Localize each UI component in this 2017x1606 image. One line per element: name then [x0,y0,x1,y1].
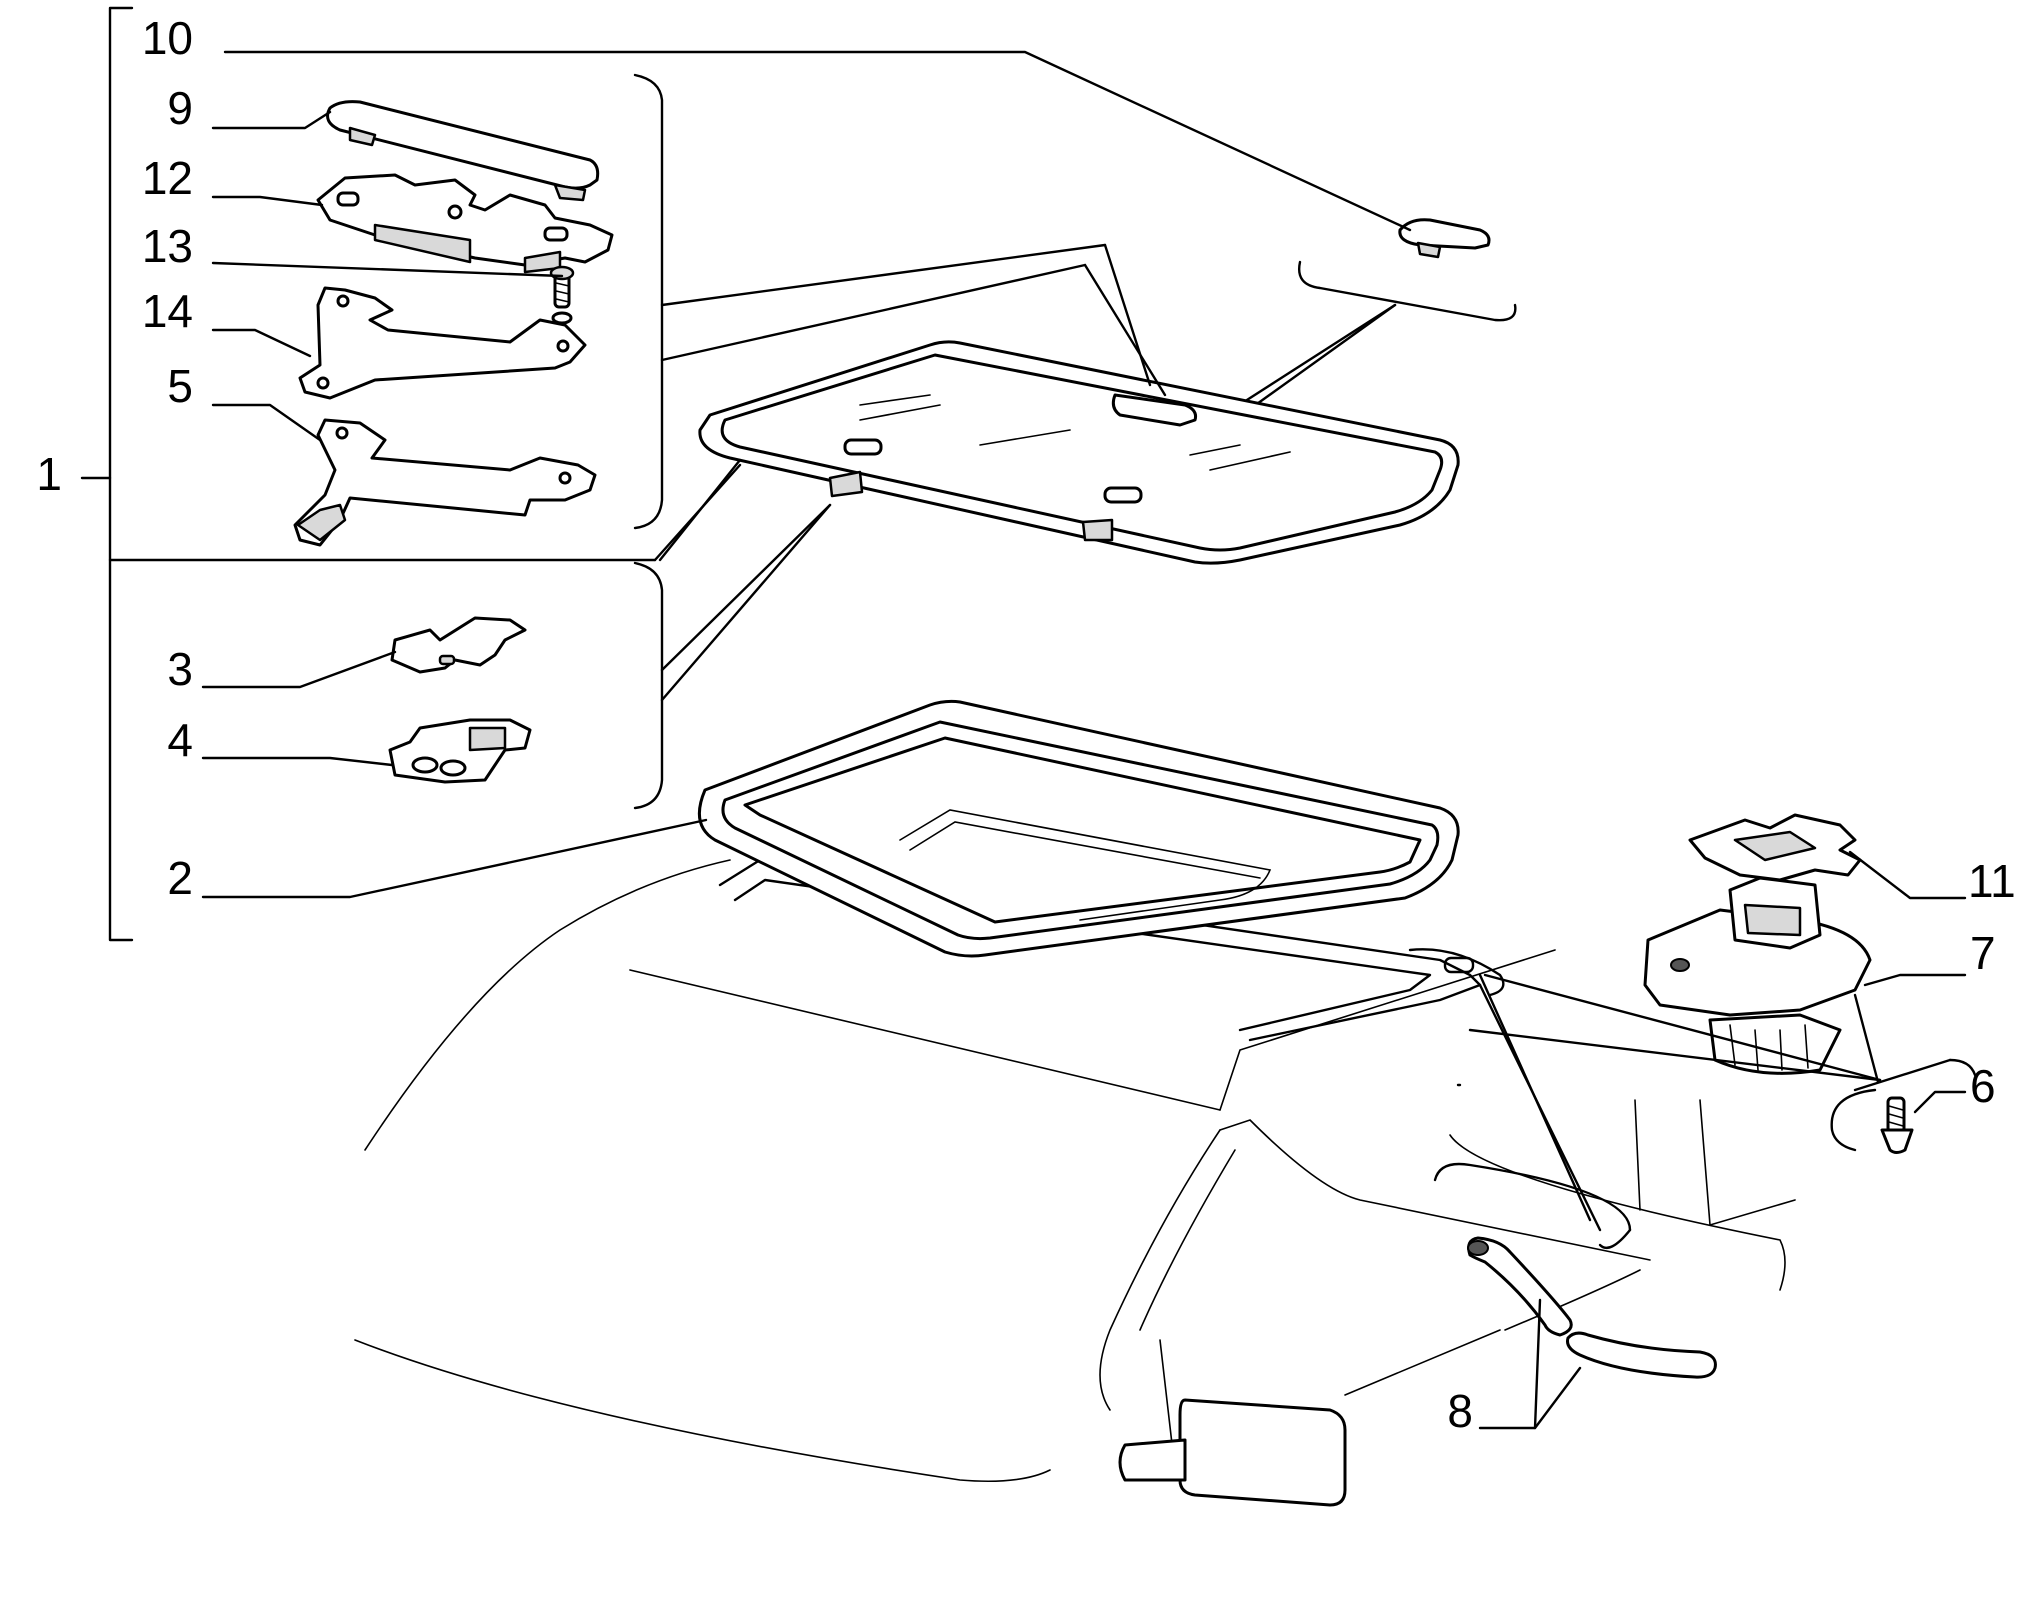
callout-8: 8 [1447,1385,1473,1437]
callout-4: 4 [167,714,193,766]
door-mirror [1118,1398,1347,1507]
part-5-plate [293,418,597,547]
callout-11: 11 [1968,855,2016,907]
callout-1: 1 [36,448,62,500]
part-11-gasket [1688,813,1862,882]
part-6-screw [1830,1058,1977,1154]
callout-13: 13 [142,220,193,272]
callout-9: 9 [167,82,193,134]
part-8-drain-hoses [1433,1162,1717,1379]
part-10-pad [1398,218,1491,259]
lower-sub-bracket [633,503,832,810]
part-3-clip [390,616,527,674]
callout-7: 7 [1970,927,1996,979]
part-4-slider [388,718,532,784]
callout-labels: 1 10 9 12 13 14 5 3 4 2 11 7 6 8 [36,12,2015,1437]
part-7-crank-unit [1643,876,1872,1075]
callout-3: 3 [167,643,193,695]
upper-sub-bracket [633,73,1107,562]
glass-sunroof-panel [658,243,1460,565]
callout-14: 14 [142,285,193,337]
leader-lines [201,50,1967,1430]
callout-12: 12 [142,152,193,204]
callout-6: 6 [1970,1060,1996,1112]
callout-2: 2 [167,852,193,904]
part-14-plate [298,286,587,400]
part-12-bracket [316,173,614,274]
callout-10: 10 [142,12,193,64]
callout-5: 5 [167,360,193,412]
car-body-outline [354,859,1796,1483]
part-9-cover-pad [326,100,600,202]
sunroof-seal-frame [697,699,1460,958]
group-1-bracket [80,6,657,942]
